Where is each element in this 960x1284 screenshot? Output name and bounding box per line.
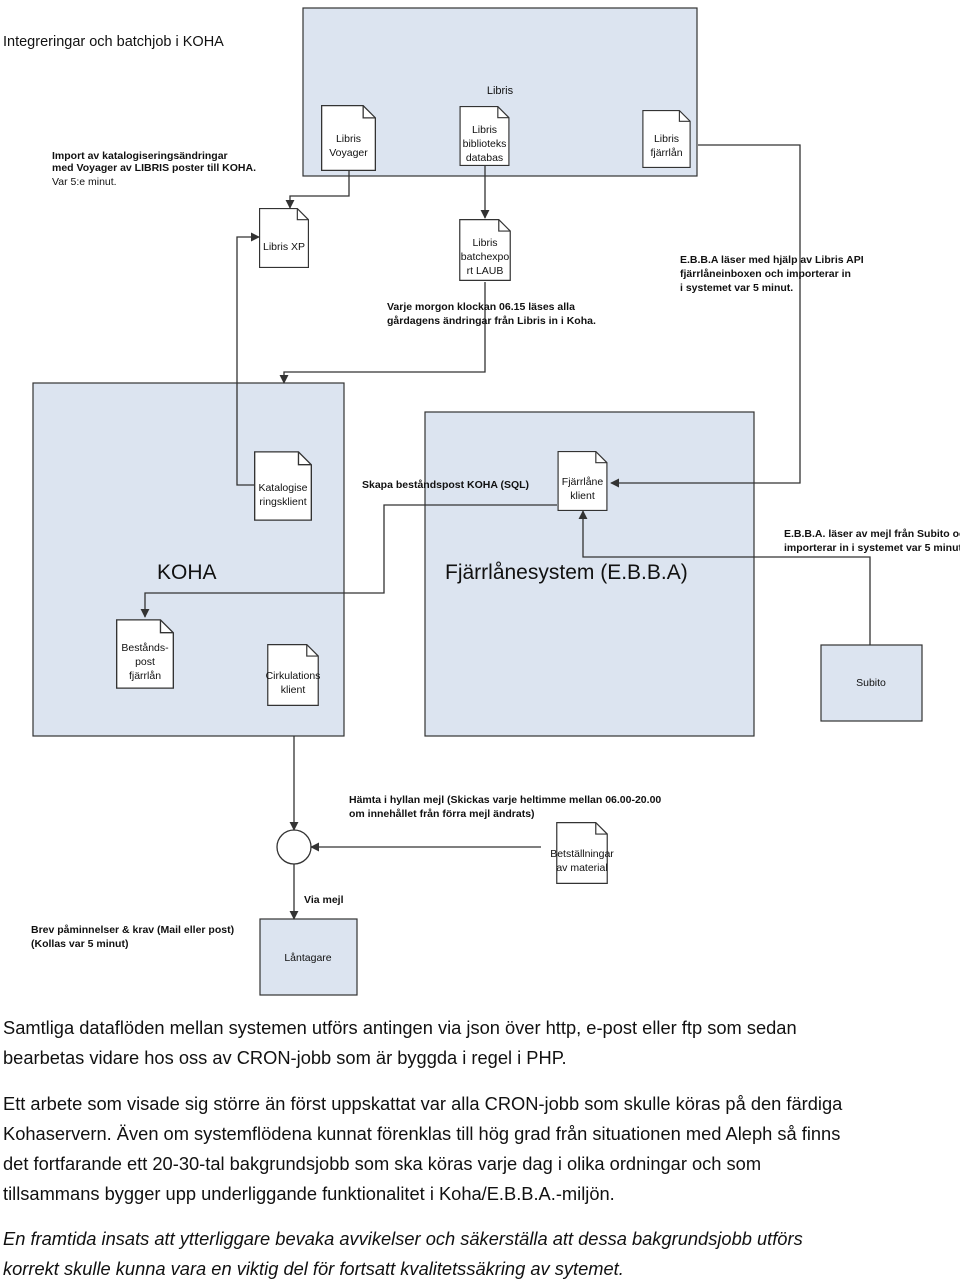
note-ebba-api: E.B.B.A läser med hjälp av Libris API fj… (680, 254, 864, 294)
lantagare-label: Låntagare (284, 952, 331, 964)
svg-text:databas: databas (466, 152, 503, 164)
svg-text:biblioteks: biblioteks (463, 138, 507, 150)
svg-text:Voyager: Voyager (329, 147, 368, 159)
svg-text:klient: klient (281, 684, 306, 696)
line-klient-bestand (140, 504, 557, 618)
svg-text:Katalogise: Katalogise (258, 482, 307, 494)
svg-text:Libris: Libris (336, 133, 361, 145)
svg-text:Libris XP: Libris XP (263, 241, 305, 253)
doc-libris-batchexport: Libris batchexpo rt LAUB (459, 219, 511, 281)
svg-text:fjärrlån: fjärrlån (129, 670, 161, 682)
note-skapa-bestandspost: Skapa beståndspost KOHA (SQL) (362, 479, 529, 491)
svg-text:Hämta i hyllan mejl (Skickas v: Hämta i hyllan mejl (Skickas varje helti… (349, 794, 661, 806)
line-fjarrlan-klient (610, 144, 801, 488)
line-voyager-xp (285, 171, 350, 209)
paragraph-cron-jobs: Ett arbete som visade sig större än förs… (3, 1093, 843, 1204)
svg-text:E.B.B.A läser med hjälp av Lib: E.B.B.A läser med hjälp av Libris API (680, 254, 864, 266)
svg-text:i systemet var 5 minut.: i systemet var 5 minut. (680, 282, 793, 294)
doc-bestallningar: Betställningar av material (550, 822, 614, 884)
svg-text:Varje morgon klockan 06.15 läs: Varje morgon klockan 06.15 läses alla (387, 301, 575, 313)
svg-text:om innehållet från förra mejl: om innehållet från förra mejl ändrats) (349, 808, 535, 820)
svg-text:fjärrlåneinboxen och importera: fjärrlåneinboxen och importerar in (680, 268, 851, 280)
line-katalog-xp (236, 232, 260, 486)
paragraph-dataflows: Samtliga dataflöden mellan systemen utfö… (3, 1017, 797, 1068)
svg-text:rt LAUB: rt LAUB (467, 265, 504, 277)
doc-fjarrlane-klient: Fjärrlåne klient (557, 451, 608, 511)
subito-box (820, 644, 923, 722)
svg-text:Brev påminnelser & krav (Mail: Brev påminnelser & krav (Mail eller post… (31, 924, 234, 936)
doc-libris-voyager: Libris Voyager (321, 105, 376, 171)
line-subito-ebba (578, 510, 871, 645)
connectors (140, 144, 871, 920)
svg-text:Fjärrlåne: Fjärrlåne (562, 476, 604, 488)
mail-hub-circle (276, 829, 312, 865)
libris-container-label: Libris (487, 85, 514, 97)
diagram-title: Integreringar och batchjob i KOHA (3, 34, 224, 50)
svg-text:Betställningar: Betställningar (550, 848, 614, 860)
line-batch-koha (279, 282, 486, 384)
lantagare-box (259, 918, 358, 996)
svg-text:importerar in i systemet var 5: importerar in i systemet var 5 minut. (784, 542, 960, 554)
svg-text:(Kollas var 5 minut): (Kollas var 5 minut) (31, 938, 128, 950)
svg-text:post: post (135, 656, 155, 668)
svg-text:Bestånds-: Bestånds- (121, 642, 169, 654)
paragraph-future-work: En framtida insats att ytterliggare beva… (3, 1228, 803, 1279)
svg-text:med Voyager av LIBRIS poster t: med Voyager av LIBRIS poster till KOHA. (52, 162, 256, 174)
svg-text:Import av katalogiseringsändri: Import av katalogiseringsändringar (52, 150, 228, 162)
svg-text:klient: klient (570, 490, 595, 502)
svg-text:av material: av material (556, 862, 607, 874)
svg-text:Libris: Libris (472, 237, 497, 249)
svg-text:Cirkulations: Cirkulations (266, 670, 321, 682)
doc-libris-xp: Libris XP (259, 208, 309, 268)
svg-text:fjärrlån: fjärrlån (650, 147, 682, 159)
doc-libris-fjarrlan: Libris fjärrlån (642, 110, 691, 168)
note-hamta-i-hyllan: Hämta i hyllan mejl (Skickas varje helti… (349, 794, 661, 820)
doc-katalogiseringsklient: Katalogise ringsklient (254, 451, 312, 521)
note-morgon: Varje morgon klockan 06.15 läses alla gå… (387, 301, 596, 327)
note-import: Import av katalogiseringsändringar med V… (52, 150, 256, 188)
svg-text:E.B.B.A. läser av mejl från Su: E.B.B.A. läser av mejl från Subito och (784, 528, 960, 540)
svg-text:batchexpo: batchexpo (461, 251, 510, 263)
svg-text:Libris: Libris (654, 133, 679, 145)
svg-text:Var 5:e minut.: Var 5:e minut. (52, 176, 117, 188)
svg-text:gårdagens ändringar från Libri: gårdagens ändringar från Libris in i Koh… (387, 315, 596, 327)
doc-bestandspost: Bestånds- post fjärrlån (116, 619, 174, 689)
ebba-label: Fjärrlånesystem (E.B.B.A) (445, 561, 688, 584)
doc-libris-databas: Libris biblioteks databas (459, 106, 510, 166)
system-diagram: Integreringar och batchjob i KOHA Libris… (3, 7, 960, 996)
koha-label: KOHA (157, 561, 217, 584)
svg-text:ringsklient: ringsklient (259, 496, 306, 508)
svg-text:Libris: Libris (472, 124, 497, 136)
subito-label: Subito (856, 677, 886, 689)
note-via-mejl: Via mejl (304, 894, 344, 906)
doc-cirkulationsklient: Cirkulations klient (266, 644, 321, 706)
note-subito: E.B.B.A. läser av mejl från Subito och i… (784, 528, 960, 554)
note-brev: Brev påminnelser & krav (Mail eller post… (31, 924, 234, 950)
